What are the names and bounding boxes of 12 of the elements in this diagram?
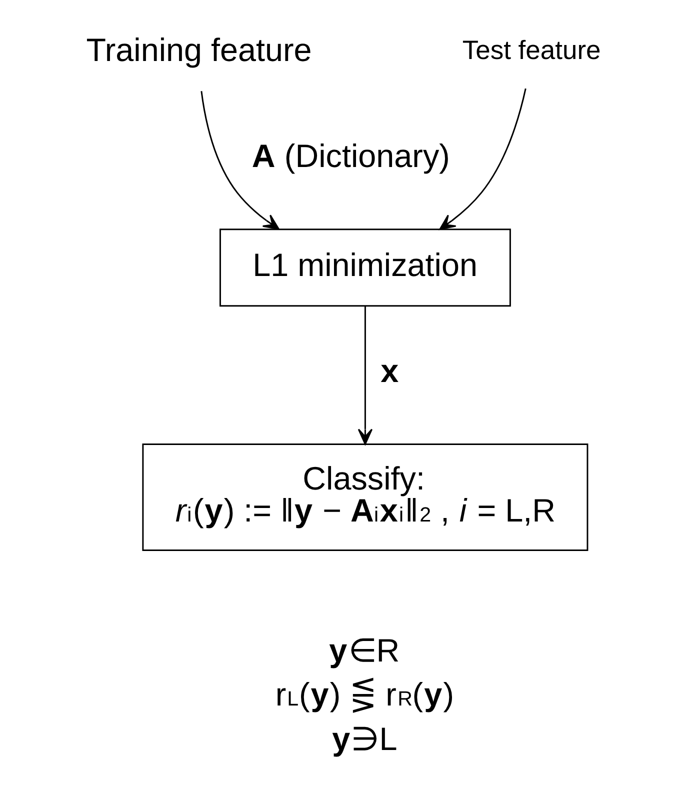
arrow [358,306,373,445]
node-box: Classify: ri(y) := ‖y − Aixi‖2 , i = L,R [142,444,588,551]
label: y∋L [332,720,398,757]
node-text: Training feature [86,32,312,68]
arrow [200,91,280,230]
label: rL(y) ⋚ rR(y) [275,676,454,713]
node-box: L1 minimization [219,228,511,307]
edge-label: x [380,352,399,389]
edge-label: A (Dictionary) [252,138,450,174]
node-text: Test feature [462,35,601,66]
arrow [439,88,526,230]
label: y∈R [329,632,400,669]
